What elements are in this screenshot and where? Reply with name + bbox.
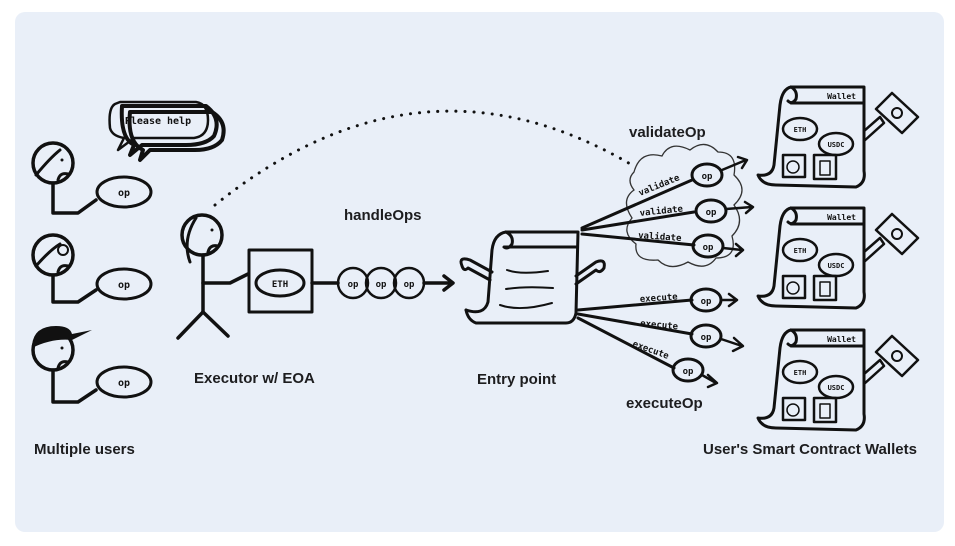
execute-op-2: op xyxy=(701,333,712,343)
validate-op-1: op xyxy=(702,172,713,182)
validate-op-label: validateOp xyxy=(629,124,706,141)
bundle-op-1: op xyxy=(348,280,359,290)
user-1: op xyxy=(31,141,153,215)
wallet-1-eth: ETH xyxy=(794,126,807,134)
wallet-2-eth: ETH xyxy=(794,247,807,255)
wallets-label: User's Smart Contract Wallets xyxy=(703,441,917,458)
validate-branches: op op op validate validate validate xyxy=(580,155,755,259)
execute-label-3: execute xyxy=(631,339,671,362)
bundle-op-2: op xyxy=(376,280,387,290)
wallet-3-title: Wallet xyxy=(827,335,856,344)
entry-point-scroll xyxy=(459,230,606,325)
validate-op-3: op xyxy=(703,243,714,253)
user-3-op: op xyxy=(118,378,130,389)
execute-label-2: execute xyxy=(640,319,679,332)
user-2: op xyxy=(31,233,153,304)
speech-bubble: Please help xyxy=(108,100,226,162)
multiple-users-label: Multiple users xyxy=(34,441,135,458)
entry-point-label: Entry point xyxy=(477,371,557,388)
wallet-3-usdc: USDC xyxy=(828,384,845,392)
wallet-2: Wallet ETH USDC xyxy=(756,206,920,310)
executor-label: Executor w/ EOA xyxy=(194,370,315,387)
bundle: op op op xyxy=(310,266,455,300)
user-2-op: op xyxy=(118,280,130,291)
eth-label: ETH xyxy=(272,280,288,290)
diagram-panel xyxy=(15,12,944,532)
wallet-1-usdc: USDC xyxy=(828,141,845,149)
bundle-op-3: op xyxy=(404,280,415,290)
user-1-op: op xyxy=(118,188,130,199)
validate-label-3: validate xyxy=(638,230,683,244)
wallet-2-title: Wallet xyxy=(827,213,856,222)
wallet-2-usdc: USDC xyxy=(828,262,845,270)
execute-branches: op op op execute execute execute xyxy=(576,287,745,389)
wallet-3-eth: ETH xyxy=(794,369,807,377)
execute-op-1: op xyxy=(701,297,712,307)
handle-ops-label: handleOps xyxy=(344,207,422,224)
executor-figure xyxy=(176,213,250,340)
execute-op-3: op xyxy=(683,367,694,377)
speech-bubble-text: Please help xyxy=(125,116,191,127)
validate-label-2: validate xyxy=(639,203,684,219)
execute-label-1: execute xyxy=(640,292,679,305)
wallet-1: Wallet ETH USDC xyxy=(756,85,920,189)
wallet-3: Wallet ETH USDC xyxy=(756,328,920,432)
wallet-1-title: Wallet xyxy=(827,92,856,101)
execute-op-label: executeOp xyxy=(626,395,703,412)
user-3: op xyxy=(31,326,153,404)
dotted-arc xyxy=(213,109,634,207)
validate-op-2: op xyxy=(706,208,717,218)
validate-cloud xyxy=(625,143,743,268)
eth-box: ETH xyxy=(247,248,314,314)
